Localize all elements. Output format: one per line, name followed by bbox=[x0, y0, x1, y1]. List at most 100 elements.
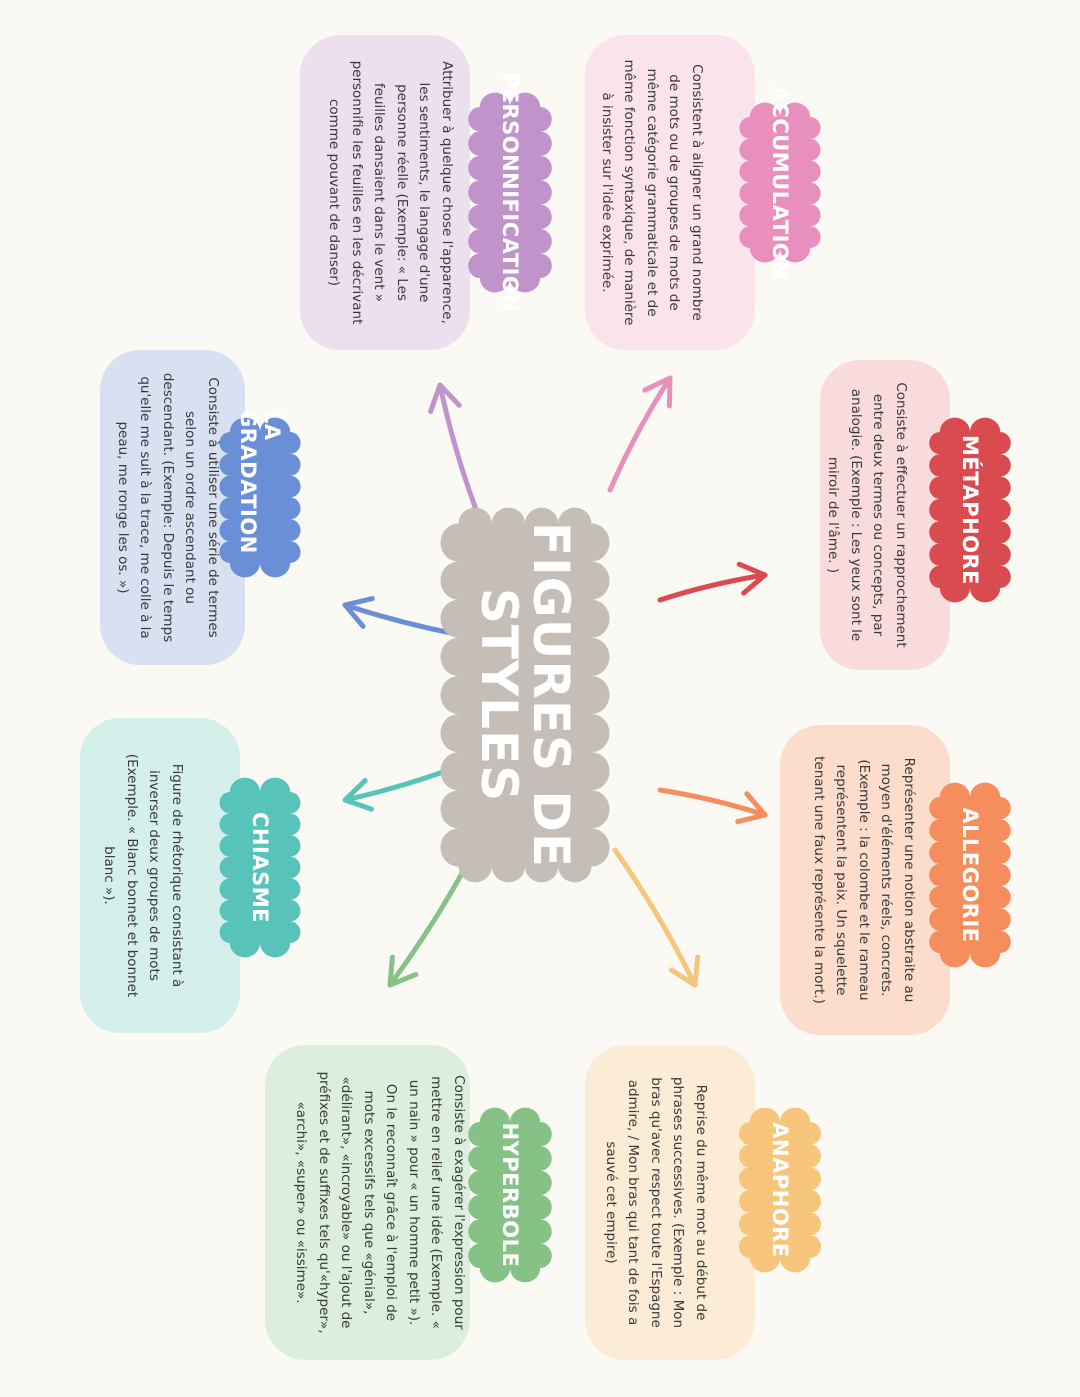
card-allegorie: ALLEGORIE Représenter une notion abstrai… bbox=[780, 725, 1011, 1035]
anaphore-title-cloud: ANAPHORE bbox=[730, 1100, 830, 1280]
accumulation-cloud-path-fill bbox=[749, 117, 811, 248]
allegorie-line: représentent la paix. Un squelette bbox=[833, 764, 850, 996]
allegorie-cloud-path-fill bbox=[939, 797, 1001, 953]
metaphore-title-cloud: MÉTAPHORE bbox=[920, 410, 1020, 610]
accumulation-description: Consistent à aligner un grand nombre de … bbox=[596, 55, 709, 330]
metaphore-title: MÉTAPHORE bbox=[958, 434, 982, 586]
allegorie-line: Représenter une notion abstraite au bbox=[901, 757, 917, 1003]
accumulation-line: Consistent à aligner un grand nombre bbox=[689, 64, 705, 321]
chiasme-title: CHIASME bbox=[248, 812, 272, 923]
personnification-line: personnifie les feuilles en les décrivan… bbox=[349, 60, 365, 325]
hyperbole-title: HYPERBOLE bbox=[498, 1122, 522, 1268]
gradation-title-cloud: LA GRADATION bbox=[210, 410, 310, 585]
card-metaphore: MÉTAPHORE Consiste à effectuer un rappro… bbox=[820, 360, 1011, 670]
arrow-head-metaphore bbox=[736, 561, 768, 596]
chiasme-cloud-shape bbox=[219, 777, 301, 958]
arrow-personnification bbox=[428, 382, 483, 523]
arrow-shaft-metaphore bbox=[657, 572, 768, 603]
chiasme-line: blanc »). bbox=[101, 846, 118, 905]
chiasme-line: (Exemple. « Blanc bonnet et bonnet bbox=[124, 753, 140, 998]
arrow-shaft-allegorie bbox=[657, 787, 768, 818]
hyperbole-line: mettre en relief une idée (Exemple. « bbox=[428, 1076, 445, 1329]
hyperbole-line: mots excessifs tels que «génial», bbox=[361, 1090, 377, 1315]
anaphore-line: bras qu'avec respect toute l'Espagne bbox=[648, 1077, 664, 1328]
allegorie-title: ALLEGORIE bbox=[958, 807, 982, 943]
chiasme-line: inverser deux groupes de mots bbox=[146, 770, 163, 981]
hyperbole-cloud-path-fill bbox=[479, 1122, 541, 1268]
metaphore-line: miroir de l'âme. ) bbox=[825, 456, 842, 574]
arrow-accumulation bbox=[607, 375, 673, 493]
arrow-head-chiasme bbox=[342, 778, 374, 812]
card-chiasme: CHIASME Figure de rhétorique consistant … bbox=[80, 718, 301, 1033]
center-title: FIGURES DE STYLES bbox=[415, 475, 635, 915]
anaphore-line: admire, / Mon bras qui tant de fois a bbox=[625, 1079, 642, 1326]
center-title-line2: STYLES bbox=[470, 587, 528, 803]
gradation-cloud-shape bbox=[219, 417, 301, 578]
gradation-line: selon un ordre ascendant ou bbox=[182, 411, 199, 604]
arrow-metaphore bbox=[657, 561, 768, 603]
accumulation-title-cloud: ACCUMULATION bbox=[730, 85, 830, 280]
gradation-line: peau, me ronge les os. ») bbox=[115, 421, 131, 594]
anaphore-cloud-shape bbox=[739, 1107, 821, 1273]
metaphore-cloud-shape bbox=[929, 417, 1011, 603]
hyperbole-line: Consiste à exagérer l'expression pour bbox=[451, 1075, 467, 1330]
metaphore-line: Consiste à effectuer un rapprochement bbox=[893, 382, 909, 648]
card-anaphore: ANAPHORE Reprise du même mot au début de… bbox=[585, 1045, 821, 1360]
arrow-head-accumulation bbox=[642, 375, 673, 409]
metaphore-cloud-path-fill bbox=[939, 432, 1001, 588]
allegorie-line: tenant une faux représente la mort.) bbox=[811, 756, 827, 1004]
personnification-title-cloud: PERSONNIFICATION bbox=[460, 72, 560, 313]
card-gradation: LA GRADATION Consiste à utiliser une sér… bbox=[100, 350, 301, 665]
arrow-shaft-personnification bbox=[437, 382, 483, 523]
chiasme-title-cloud: CHIASME bbox=[210, 770, 310, 965]
card-accumulation: ACCUMULATION Consistent à aligner un gra… bbox=[585, 35, 821, 350]
gradation-line: qu'elle me suit à la trace, me colle à l… bbox=[137, 376, 154, 639]
accumulation-line: de mots ou de groupes de mots de bbox=[666, 74, 683, 311]
arrow-head-allegorie bbox=[735, 791, 768, 825]
arrow-allegorie bbox=[657, 787, 768, 825]
personnification-title: PERSONNIFICATION bbox=[498, 72, 522, 313]
personnification-line: les sentiments, le langage d'une bbox=[416, 82, 433, 303]
personnification-line: feuilles dansaient dans le vent » bbox=[371, 82, 388, 303]
allegorie-line: moyen d'éléments réels, concrets. bbox=[878, 763, 895, 997]
gradation-description: Consiste à utiliser une série de termes … bbox=[112, 370, 225, 645]
personnification-line: personne réelle (Exemple: « Les bbox=[394, 84, 410, 301]
allegorie-line: (Exemple : la colombe et le rameau bbox=[856, 759, 872, 1001]
gradation-cloud-path-fill bbox=[229, 432, 291, 563]
personnification-line: comme pouvant de danser) bbox=[326, 98, 343, 287]
hyperbole-line: «archi», «super» ou «issime». bbox=[293, 1101, 310, 1304]
arrow-head-gradation bbox=[342, 596, 375, 629]
gradation-line: descendant. (Exemple: Depuis le temps bbox=[160, 372, 176, 643]
personnification-line: Attribuer à quelque chose l'apparence, bbox=[439, 61, 455, 324]
hyperbole-line: On le reconnaît grâce à l'emploi de bbox=[383, 1083, 400, 1322]
chiasme-description: Figure de rhétorique consistant à invers… bbox=[98, 738, 188, 1013]
accumulation-cloud-shape bbox=[739, 102, 821, 263]
accumulation-line: à insister sur l'idée exprimée. bbox=[599, 92, 615, 293]
personnification-cloud-shape bbox=[468, 92, 552, 293]
arrow-shaft-accumulation bbox=[607, 375, 673, 493]
center-cloud: FIGURES DE STYLES bbox=[415, 475, 635, 915]
chiasme-line: Figure de rhétorique consistant à bbox=[169, 763, 185, 988]
arrow-head-anaphore bbox=[668, 954, 701, 988]
anaphore-line: Reprise du même mot au début de bbox=[693, 1084, 709, 1321]
allegorie-description: Représenter une notion abstraite au moye… bbox=[808, 745, 921, 1015]
accumulation-title: ACCUMULATION bbox=[768, 85, 792, 280]
personnification-description: Attribuer à quelque chose l'apparence, l… bbox=[323, 55, 458, 330]
arrow-head-hyperbole bbox=[387, 954, 419, 988]
gradation-title: LA GRADATION bbox=[236, 410, 284, 554]
anaphore-line: sauvé cet empire) bbox=[603, 1141, 619, 1264]
center-cloud-shape bbox=[440, 507, 610, 883]
hyperbole-cloud-shape bbox=[468, 1107, 552, 1283]
personnification-cloud-path-fill bbox=[479, 107, 541, 278]
hyperbole-line: «délirant», «incroyable» ou l'ajout de bbox=[338, 1076, 355, 1329]
metaphore-description: Consiste à effectuer un rapprochement en… bbox=[822, 380, 912, 650]
card-hyperbole: HYPERBOLE Consiste à exagérer l'expressi… bbox=[265, 1045, 552, 1360]
accumulation-line: même fonction syntaxique, de manière bbox=[621, 59, 638, 326]
allegorie-cloud-shape bbox=[929, 782, 1011, 968]
anaphore-cloud-path-fill bbox=[749, 1122, 811, 1258]
arrow-shaft-anaphore bbox=[612, 847, 698, 988]
arrow-head-personnification bbox=[428, 382, 462, 414]
anaphore-description: Reprise du même mot au début de phrases … bbox=[600, 1065, 713, 1340]
